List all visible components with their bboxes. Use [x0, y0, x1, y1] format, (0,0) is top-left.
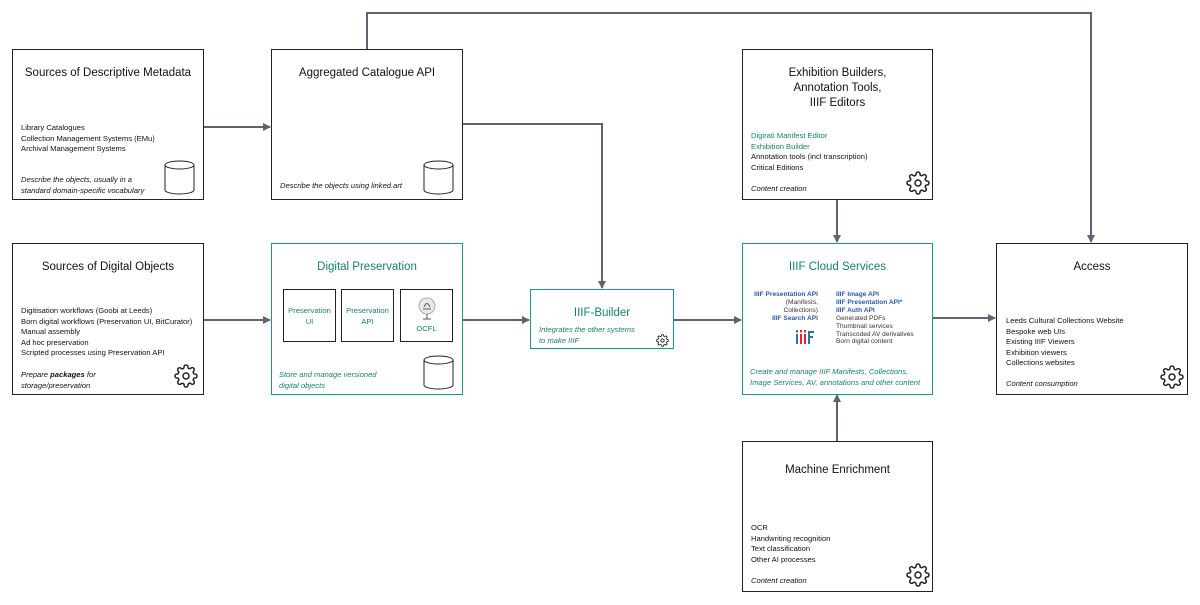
service-list-left: IIIF Presentation API (Manifests, Collec…: [754, 291, 818, 323]
gear-icon: [1160, 365, 1184, 389]
ocfl-box: OCFL: [400, 289, 453, 342]
caption-line: standard domain-specific vocabulary: [21, 185, 145, 195]
box-caption: Describe the objects, usually in a stand…: [21, 175, 144, 196]
preservation-api-box: Preservation API: [341, 289, 394, 342]
box-caption: Store and manage versioned digital objec…: [279, 370, 377, 391]
service-item: Transcoded AV derivatives: [836, 330, 914, 338]
list-item: Leeds Cultural Collections Website: [1006, 316, 1124, 325]
list-item: Critical Editions: [751, 162, 804, 172]
gear-icon: [906, 171, 930, 195]
service-item: Generated PDFs: [836, 314, 886, 322]
item-list: Leeds Cultural Collections Website Bespo…: [1006, 316, 1124, 369]
box-title: IIIF Cloud Services: [788, 261, 887, 273]
service-item: Born digital content: [836, 338, 893, 346]
arrow-catalogue-to-access: [366, 12, 1095, 243]
list-item: Library Catalogues: [21, 123, 85, 132]
caption-line: Store and manage versioned: [279, 370, 377, 379]
box-caption: Content creation: [751, 184, 807, 193]
list-item: Digitisation workflows (Goobi at Leeds): [21, 306, 153, 315]
service-item: IIIF Presentation API*: [836, 298, 903, 306]
list-item: Annotation tools (incl transcription): [751, 152, 868, 162]
list-item: Bespoke web UIs: [1006, 326, 1066, 336]
caption-text: Prepare: [21, 370, 51, 379]
box-caption: Content consumption: [1006, 379, 1078, 388]
database-icon: [423, 160, 454, 195]
box-title: Aggregated Catalogue API: [298, 67, 436, 79]
aggregated-catalogue-api-box: Aggregated Catalogue API Describe the ob…: [271, 49, 463, 200]
caption-line: Integrates the other systems: [539, 325, 635, 334]
sources-of-digital-objects-box: Sources of Digital Objects Digitisation …: [12, 243, 204, 395]
list-item: Existing IIIF Viewers: [1006, 337, 1075, 347]
box-caption: Content creation: [751, 576, 807, 585]
list-item: Collections websites: [1006, 358, 1075, 368]
box-title: Sources of Digital Objects: [41, 261, 175, 273]
service-item: IIIF Auth API: [836, 306, 875, 314]
gear-icon: [174, 364, 198, 388]
iiif-builder-box: IIIF-Builder Integrates the other system…: [530, 289, 674, 349]
caption-line: digital objects: [279, 380, 326, 390]
exhibition-builders-box: Exhibition Builders, Annotation Tools, I…: [742, 49, 933, 200]
service-list-right: IIIF Image API IIIF Presentation API* II…: [836, 291, 914, 346]
box-title: Access: [1073, 261, 1111, 273]
inner-label: OCFL: [416, 324, 437, 333]
access-box: Access Leeds Cultural Collections Websit…: [996, 243, 1188, 395]
ocfl-logo: [418, 297, 435, 320]
gear-icon: [906, 563, 930, 587]
service-item: IIIF Search API: [772, 314, 818, 322]
box-title: Sources of Descriptive Metadata: [24, 67, 192, 79]
inner-label: Preservation UI: [288, 305, 331, 326]
list-item-highlight: Digirati Manifest Editor: [751, 131, 828, 140]
arrow-catalogue-to-builder: [462, 123, 606, 289]
caption-line: Image Services, AV, annotations and othe…: [750, 377, 921, 387]
box-caption: Create and manage IIIF Manifests, Collec…: [750, 367, 920, 388]
service-item: IIIF Presentation API: [754, 291, 818, 298]
database-icon: [423, 355, 454, 390]
list-item: Collection Management Systems (EMu): [21, 133, 155, 143]
list-item: OCR: [751, 523, 768, 532]
caption-text: for: [84, 370, 96, 379]
caption-line: storage/preservation: [21, 380, 91, 390]
box-title: Machine Enrichment: [785, 464, 890, 476]
list-item: Scripted processes using Preservation AP…: [21, 348, 165, 358]
list-item: Ad hoc preservation: [21, 337, 89, 347]
item-list: Digitisation workflows (Goobi at Leeds) …: [21, 306, 192, 359]
iiif-logo: [796, 330, 814, 344]
service-item: (Manifests,: [785, 298, 818, 306]
service-item: IIIF Image API: [836, 291, 879, 298]
database-icon: [164, 160, 195, 195]
gear-icon: [656, 334, 669, 347]
caption-emphasis: packages: [50, 370, 85, 379]
list-item: Exhibition viewers: [1006, 347, 1067, 357]
inner-label: Preservation API: [346, 305, 389, 326]
box-caption: Describe the objects using linked.art: [280, 181, 402, 190]
list-item: Born digital workflows (Preservation UI,…: [21, 316, 193, 326]
iiif-cloud-services-box: IIIF Cloud Services IIIF Presentation AP…: [742, 243, 933, 395]
service-item: Collections): [783, 306, 818, 314]
caption-line: Prepare packages for: [21, 370, 96, 381]
box-title: Exhibition Builders, Annotation Tools, I…: [788, 67, 887, 109]
item-list: OCR Handwriting recognition Text classif…: [751, 523, 830, 565]
preservation-ui-box: Preservation UI: [283, 289, 336, 342]
caption-line: to make IIIF: [539, 335, 580, 345]
service-item: Thumbnail services: [836, 322, 893, 330]
machine-enrichment-box: Machine Enrichment OCR Handwriting recog…: [742, 441, 933, 592]
item-list: Library Catalogues Collection Management…: [21, 123, 155, 155]
item-list: Digirati Manifest Editor Exhibition Buil…: [751, 131, 868, 173]
box-caption: Integrates the other systems to make III…: [539, 325, 635, 346]
list-item: Handwriting recognition: [751, 533, 831, 543]
caption-line: Describe the objects, usually in a: [21, 175, 133, 184]
list-item: Manual assembly: [21, 327, 81, 337]
digital-preservation-box: Digital Preservation Preservation UI Pre…: [271, 243, 463, 395]
box-title: Digital Preservation: [317, 261, 417, 273]
box-caption: Prepare packages for storage/preservatio…: [21, 370, 96, 391]
list-item: Archival Management Systems: [21, 144, 126, 154]
list-item-highlight: Exhibition Builder: [751, 141, 810, 151]
list-item: Other AI processes: [751, 554, 816, 564]
list-item: Text classification: [751, 544, 811, 554]
sources-of-descriptive-metadata-box: Sources of Descriptive Metadata Library …: [12, 49, 204, 200]
box-title: IIIF-Builder: [573, 307, 631, 319]
caption-line: Create and manage IIIF Manifests, Collec…: [750, 367, 909, 376]
